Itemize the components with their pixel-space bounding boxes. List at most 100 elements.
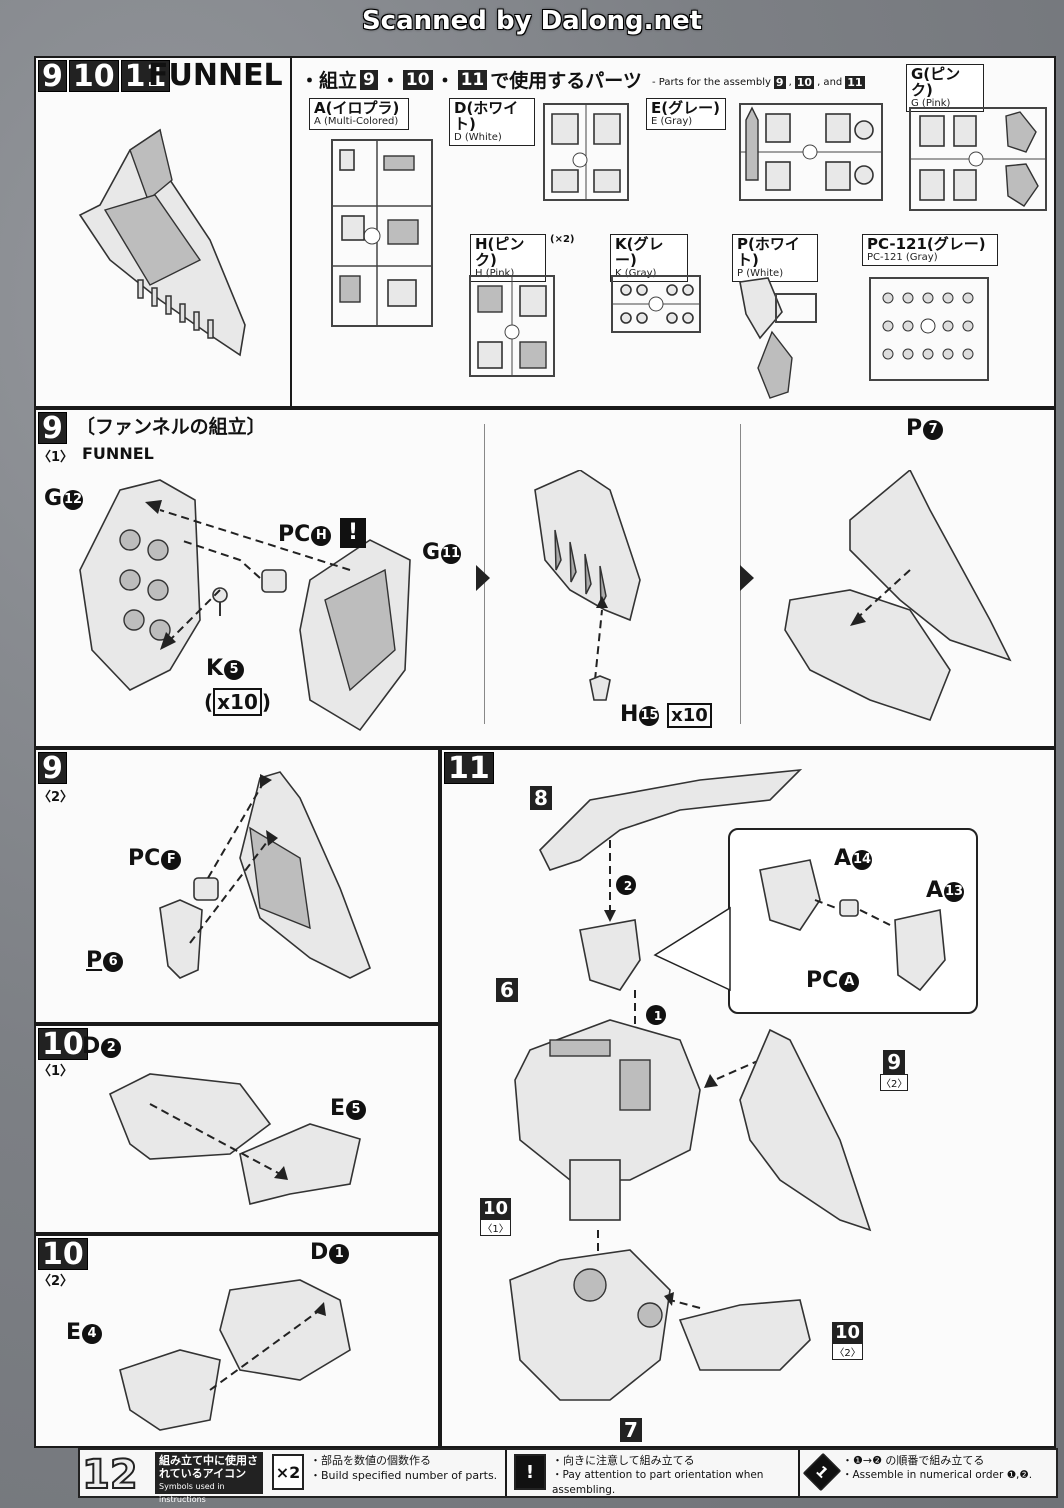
footer-caution-en: ・Pay attention to part orientation when … xyxy=(552,1469,764,1496)
caution-icon: ! xyxy=(340,518,366,548)
label-pch-letter: PC xyxy=(278,522,311,547)
runner-k-illustration xyxy=(611,275,701,333)
multiply-icon: ×2 xyxy=(272,1454,304,1490)
order-marker-1: 1 xyxy=(653,1009,663,1023)
label-p6-letter: P xyxy=(86,948,103,973)
step-10-2-illustration xyxy=(119,1279,351,1431)
label-p7-letter: P xyxy=(906,416,923,441)
ref-step-10b-badge: 10 xyxy=(832,1322,864,1343)
step-10-2-number: 10 xyxy=(38,1238,88,1271)
runner-label-d: D(ホワイト)D (White) xyxy=(449,98,535,146)
runner-h-illustration xyxy=(469,275,555,377)
label-h15-multiplier: x10 xyxy=(667,703,712,728)
footer-multiply-jp: ・部品を数値の個数作る xyxy=(310,1454,431,1467)
icon-legend-en: Symbols used in instructions xyxy=(159,1482,225,1504)
runner-pc121-illustration xyxy=(869,277,989,381)
step-11-badge: 11 xyxy=(444,752,494,785)
footer-item-multiply: ・部品を数値の個数作る ・Build specified number of p… xyxy=(310,1453,500,1483)
step-10-1-illustration xyxy=(108,1073,361,1205)
ref-step-10a-sub: 〈1〉 xyxy=(480,1219,512,1236)
label-pcf-number: F xyxy=(161,850,182,870)
step-9-2-badge: 9 xyxy=(38,752,67,785)
step-9-2-number: 9 xyxy=(38,752,67,785)
label-h15-number: 15 xyxy=(639,706,660,726)
footer-order-en: ・Assemble in numerical order ❶,❷. xyxy=(842,1469,1033,1481)
runner-label-g: G(ピンク)G (Pink) xyxy=(906,64,984,112)
runner-label-pc121: PC-121(グレー)PC-121 (Gray) xyxy=(862,234,998,267)
label-g11-number: 11 xyxy=(441,544,462,564)
label-p6-number: 6 xyxy=(103,952,124,972)
ref-step-10-1: 10 〈1〉 xyxy=(480,1198,512,1236)
label-e5-number: 5 xyxy=(346,1100,367,1120)
step-9-1-en-title: FUNNEL xyxy=(82,444,154,463)
step-9-1-jp-title: 〔ファンネルの組立〕 xyxy=(76,416,266,438)
footer-item-caution: ・向きに注意して組み立てる ・Pay attention to part ori… xyxy=(552,1453,802,1498)
runner-label-a: A(イロプラ)A (Multi-Colored) xyxy=(309,98,409,131)
runner-h-multiplier: (×2) xyxy=(550,234,575,245)
ref-step-9-2: 9 〈2〉 xyxy=(880,1050,909,1091)
funnel-preview-illustration xyxy=(78,128,246,357)
part-8-badge: 8 xyxy=(530,786,552,810)
label-d2-number: 2 xyxy=(101,1038,122,1058)
step-10-2-badge: 10 xyxy=(38,1238,88,1271)
step-9-2-illustration xyxy=(159,771,372,979)
label-d2-letter: D xyxy=(82,1034,101,1059)
parts-subtitle-step-9: 9 xyxy=(773,76,786,89)
label-h15-letter: H xyxy=(620,702,639,727)
label-d1-number: 1 xyxy=(329,1244,350,1264)
label-k5-letter: K xyxy=(206,656,224,681)
parts-subtitle-en: - Parts for the assembly 9, 10 , and 11 xyxy=(652,76,865,89)
label-e5-letter: E xyxy=(330,1096,346,1121)
parts-subtitle-prefix: - Parts for the assembly xyxy=(652,77,771,88)
label-a13-letter: A xyxy=(926,878,944,903)
runner-a-illustration xyxy=(331,139,433,327)
label-step-11-part-6: 6 xyxy=(496,978,518,1003)
label-g11-letter: G xyxy=(422,540,441,565)
parts-title-prefix: ・組立 xyxy=(300,70,358,92)
label-d1-letter: D xyxy=(310,1240,329,1265)
step-10-1-number: 10 xyxy=(38,1028,88,1061)
footer-item-order: ・❶→❷ の順番で組み立てる ・Assemble in numerical or… xyxy=(842,1453,1054,1483)
icon-legend-title: 組み立て中に使用されているアイコン Symbols used in instru… xyxy=(155,1452,263,1504)
footer-caution-jp: ・向きに注意して組み立てる xyxy=(552,1454,695,1467)
label-g12-number: 12 xyxy=(63,490,84,510)
label-pch-number: H xyxy=(311,526,332,546)
runner-label-p: P(ホワイト)P (White) xyxy=(732,234,818,282)
header-title: FUNNEL xyxy=(148,58,283,93)
label-pcf-letter: PC xyxy=(128,846,161,871)
step-10-1-badge: 10 xyxy=(38,1028,88,1061)
ref-step-9-sub: 〈2〉 xyxy=(880,1074,909,1091)
label-e4-number: 4 xyxy=(82,1324,103,1344)
label-pca-number: A xyxy=(839,972,860,992)
label-a14-number: 14 xyxy=(852,850,873,870)
runner-label-e: E(グレー)E (Gray) xyxy=(646,98,726,131)
label-step-11-part-8: 8 xyxy=(530,786,552,811)
header-step-10: 10 xyxy=(68,60,119,93)
part-7-badge: 7 xyxy=(620,1418,642,1442)
label-step-11-part-7: 7 xyxy=(620,1418,642,1443)
runner-label-h: H(ピンク)H (Pink) xyxy=(470,234,546,282)
parts-title-step-10: 10 xyxy=(402,69,433,90)
runner-e-illustration xyxy=(739,103,883,201)
parts-title-suffix: で使用するパーツ xyxy=(490,70,642,92)
label-e4-letter: E xyxy=(66,1320,82,1345)
step-9-1-badge: 9 xyxy=(38,412,67,445)
footer-order-jp: ・❶→❷ の順番で組み立てる xyxy=(842,1454,985,1467)
runner-label-k: K(グレー)K (Gray) xyxy=(610,234,688,282)
step-9-1-substep: 〈1〉 xyxy=(38,450,74,465)
header-step-9: 9 xyxy=(38,60,67,93)
step-11-illustration xyxy=(509,768,946,1401)
runner-d-illustration xyxy=(543,103,629,201)
ref-step-9-badge: 9 xyxy=(883,1050,906,1074)
